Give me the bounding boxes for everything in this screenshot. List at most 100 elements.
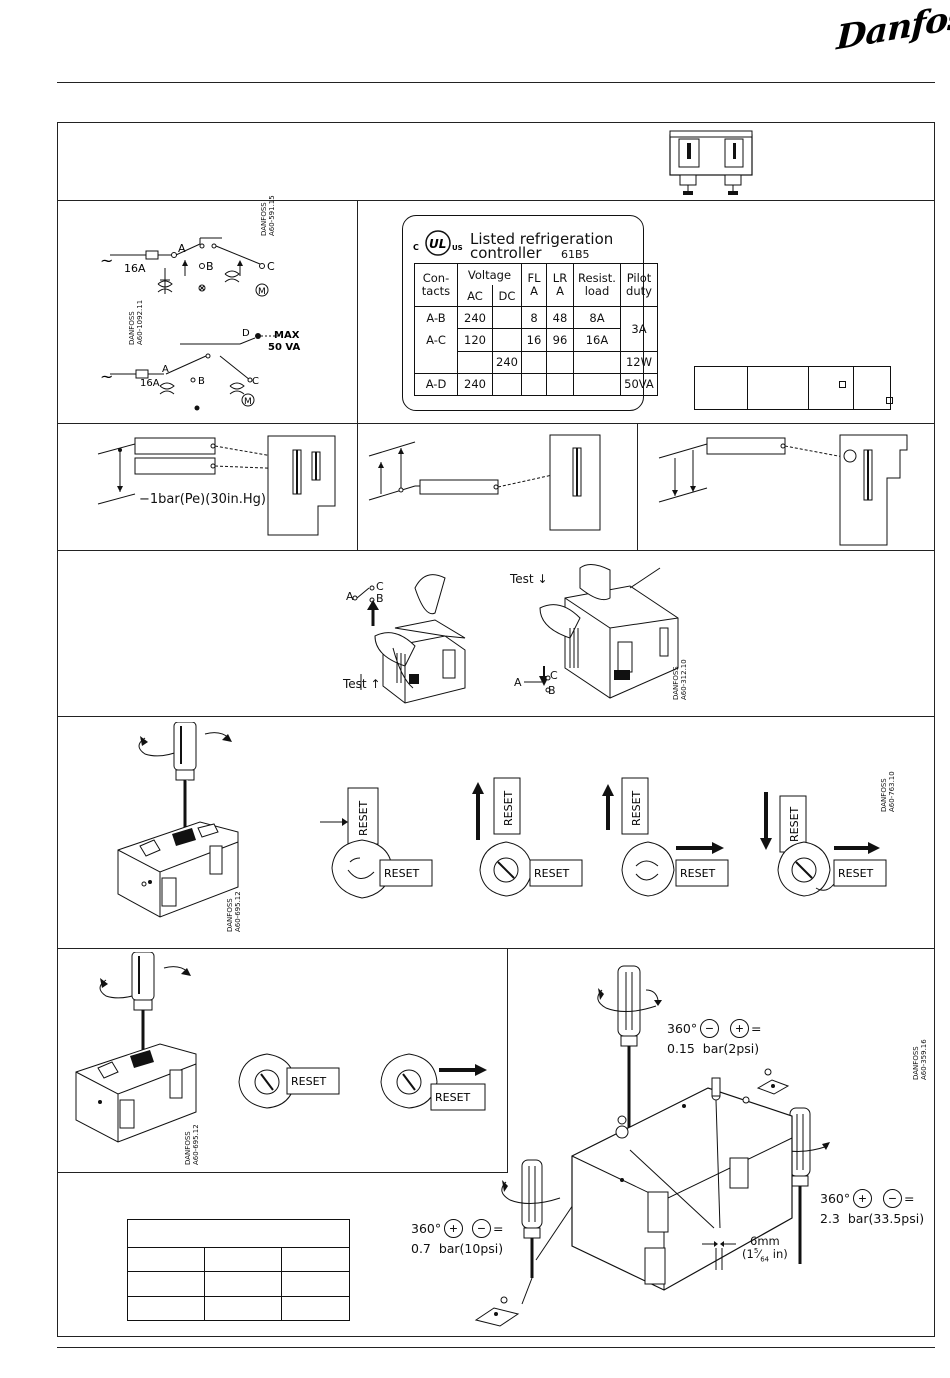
minus-icon: −: [883, 1189, 902, 1208]
blank-spec-table: [694, 366, 893, 410]
svg-text:RESET: RESET: [680, 867, 716, 880]
svg-text:A: A: [162, 364, 169, 375]
row-divider-6: [57, 1172, 507, 1173]
svg-text:UL: UL: [429, 237, 446, 251]
ul-code: 61B5: [561, 248, 590, 261]
checkbox-icon: [886, 397, 893, 404]
vacuum-pressure-label: −1bar(Pe)(30in.Hg): [139, 492, 266, 507]
reset-sequence-code: DANFOSS A60-763.10: [880, 771, 896, 812]
checkbox-icon: [839, 381, 846, 388]
auto-reset-sequence: RESET RESET: [238, 1053, 487, 1111]
blank-setting-table: [127, 1219, 350, 1322]
manual-reset-device: [117, 722, 239, 918]
wiring-code-1: DANFOSS A60-591.15: [260, 195, 276, 236]
reset-sequence: RESET RESET RESET RESET RESET RESET RESE…: [320, 777, 887, 899]
row-divider-1: [57, 200, 935, 201]
svg-text:RESET: RESET: [384, 867, 420, 880]
auto-reset-code: DANFOSS A60-695.12: [184, 1124, 200, 1165]
minus-icon: −: [472, 1219, 491, 1238]
row-divider-2: [57, 423, 935, 424]
svg-text:RESET: RESET: [788, 806, 801, 842]
test-left-a: A: [346, 590, 354, 603]
adjust-left-eq: =: [493, 1221, 504, 1236]
col-divider-3: [507, 948, 508, 1173]
col-divider-2: [637, 423, 638, 550]
reset-code: DANFOSS A60-695.12: [226, 891, 242, 932]
plus-icon: +: [444, 1219, 463, 1238]
svg-text:~: ~: [100, 367, 113, 386]
hex-size: 6mm: [750, 1234, 780, 1248]
svg-text:RESET: RESET: [838, 867, 874, 880]
adjust-top-eq: =: [751, 1021, 762, 1036]
plus-icon: +: [730, 1019, 749, 1038]
danfoss-logo: Danfoss: [835, 0, 950, 59]
svg-text:~: ~: [100, 251, 113, 270]
row-divider-5: [57, 948, 935, 949]
test-switch-illustration-right: [524, 564, 679, 699]
col-divider-1: [357, 200, 358, 550]
adjust-left-deg: 360°: [411, 1221, 442, 1236]
wiring-diagram: ~ M 16A A B C ~ M 16A A B C D MAX 50 VA: [100, 237, 300, 411]
svg-text:MAX: MAX: [274, 330, 300, 341]
svg-text:B: B: [198, 376, 205, 387]
svg-text:RESET: RESET: [357, 800, 370, 836]
minus-icon: −: [700, 1019, 719, 1038]
svg-text:RESET: RESET: [435, 1091, 471, 1104]
row-divider-3: [57, 550, 935, 551]
test-code: DANFOSS A60-312.10: [672, 659, 688, 700]
test-right-label: Test ↓: [510, 572, 548, 586]
test-left-b: B: [376, 592, 384, 605]
adjust-top-deg: 360°: [667, 1021, 698, 1036]
svg-text:B: B: [206, 260, 214, 273]
test-right-a: A: [514, 676, 522, 689]
differential-diagram-middle: [368, 434, 601, 531]
adjust-right-eq: =: [904, 1191, 915, 1206]
svg-text:C: C: [252, 376, 259, 387]
adjust-right-deg: 360°: [820, 1191, 851, 1206]
adjust-right-value: 2.3 bar(33.5psi): [820, 1211, 925, 1226]
svg-text:US: US: [452, 244, 463, 252]
test-right-b: B: [548, 684, 556, 697]
footer-rule: [57, 1347, 935, 1349]
row-divider-4: [57, 716, 935, 717]
svg-text:M: M: [244, 397, 252, 407]
wiring-code-2: DANFOSS A60-1092.11: [128, 299, 144, 345]
content-frame: [57, 122, 935, 1337]
auto-reset-step-2: RESET: [380, 1053, 487, 1111]
differential-diagram-left: [97, 435, 336, 536]
plus-icon: +: [853, 1189, 872, 1208]
svg-text:16A: 16A: [124, 262, 146, 275]
svg-text:RESET: RESET: [534, 867, 570, 880]
header-rule: [57, 82, 935, 84]
svg-text:C: C: [267, 260, 275, 273]
differential-diagram-right: [658, 434, 908, 546]
adjust-top-value: 0.15 bar(2psi): [667, 1041, 760, 1056]
svg-text:RESET: RESET: [630, 790, 643, 826]
reset-step-3: RESET RESET: [602, 777, 729, 897]
ul-title-line2: controller: [470, 244, 542, 262]
svg-text:RESET: RESET: [291, 1075, 327, 1088]
hex-size-inch: (15⁄64 in): [742, 1247, 788, 1264]
svg-text:RESET: RESET: [502, 790, 515, 826]
svg-text:C: C: [413, 243, 419, 252]
reset-step-2: RESET RESET: [472, 777, 583, 897]
ul-logo: C UL US: [413, 230, 463, 256]
svg-text:50 VA: 50 VA: [268, 342, 300, 353]
adjust-code: DANFOSS A60-359.16: [912, 1039, 928, 1080]
ul-title-line1: Listed refrigeration: [470, 230, 614, 248]
reset-step-4: RESET RESET: [760, 792, 887, 897]
test-left-c: C: [376, 580, 384, 593]
svg-text:M: M: [258, 287, 266, 297]
adjust-left-value: 0.7 bar(10psi): [411, 1241, 504, 1256]
svg-text:D: D: [242, 328, 250, 339]
product-thumbnail: [669, 130, 753, 195]
auto-reset-device: [75, 952, 197, 1143]
adjustment-illustration: [474, 965, 830, 1327]
svg-text:16A: 16A: [140, 378, 160, 389]
reset-step-1: RESET RESET: [320, 787, 433, 899]
svg-text:A: A: [178, 242, 186, 255]
test-right-c: C: [550, 669, 558, 682]
test-left-label: Test ↑: [343, 677, 381, 691]
auto-reset-step-1: RESET: [238, 1053, 340, 1109]
